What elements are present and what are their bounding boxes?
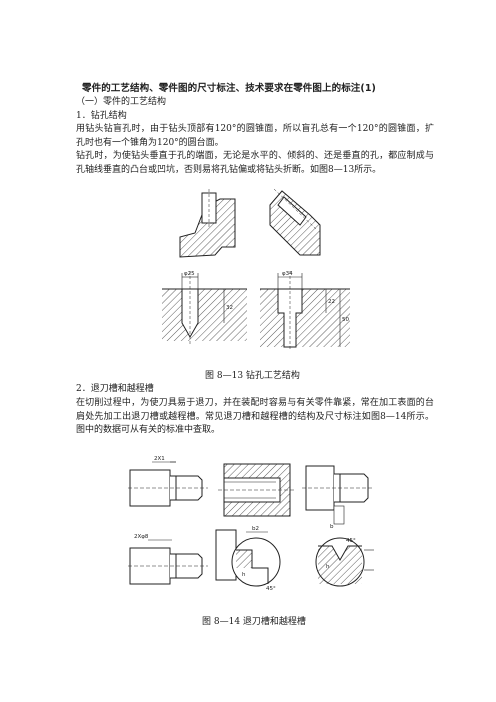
groove-heading: 2．退刀槽和越程槽 [76, 384, 154, 394]
label-c: b2 [252, 526, 259, 532]
figure-8-13-drilling-drawing: φ25 32 φ34 22 50 [162, 188, 350, 351]
label-h: h [326, 564, 330, 570]
figure-8-14-caption: 图 8—14 退刀槽和越程槽 [202, 617, 306, 627]
figure-8-14-groove-drawing: 2X1 2Xφ8 b2 h 45° b 45° h [128, 456, 374, 592]
figure-8-13-caption: 图 8—13 钻孔工艺结构 [205, 371, 300, 381]
drilling-heading: 1．钻孔结构 [76, 111, 127, 121]
label-h3: 50 [342, 317, 349, 323]
groove-paragraph: 在切削过程中，为使刀具易于退刀，并在装配时容易与有关零件靠紧，常在加工表面的台肩… [76, 398, 434, 435]
label-h2: 22 [328, 299, 335, 305]
section-heading: （一）零件的工艺结构 [76, 97, 167, 107]
label-d1: φ25 [184, 271, 195, 277]
document-title: 零件的工艺结构、零件图的尺寸标注、技术要求在零件图上的标注(1) [82, 83, 376, 94]
label-d2: φ34 [282, 271, 293, 277]
label-e: 45° [266, 586, 276, 592]
drilling-paragraph-1: 用钻头钻盲孔时，由于钻头顶部有120°的圆锥面，所以盲孔总有一个120°的圆锥面… [76, 124, 434, 148]
label-d: h [242, 572, 246, 578]
drilling-paragraph-2: 钻孔时，为使钻头垂直于孔的端面，无论是水平的、倾斜的、还是垂直的孔，都应制成与孔… [76, 151, 434, 175]
label-a: 2X1 [154, 456, 165, 462]
label-f: b [330, 524, 334, 530]
label-g: 45° [346, 538, 356, 544]
label-b: 2Xφ8 [134, 534, 149, 540]
label-h1: 32 [226, 305, 233, 311]
